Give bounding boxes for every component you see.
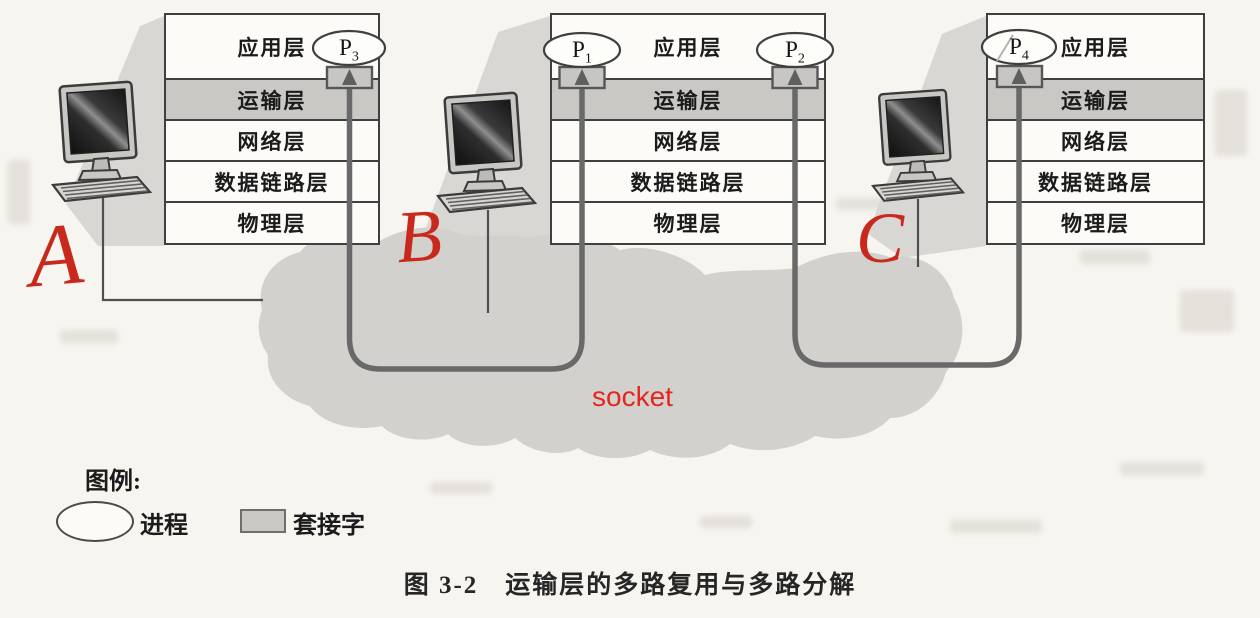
network-cloud xyxy=(258,227,963,459)
process-label-p4: P4 xyxy=(979,33,1059,71)
legend-process-ellipse xyxy=(56,501,134,542)
process-sub: 2 xyxy=(797,51,805,67)
layer-network: 网络层 xyxy=(552,119,824,160)
print-bleed-artifact xyxy=(60,330,118,343)
layer-application: 应用层 xyxy=(1061,35,1130,60)
print-bleed-artifact xyxy=(430,482,492,494)
print-bleed-artifact xyxy=(1080,250,1150,264)
layer-network: 网络层 xyxy=(166,119,378,160)
host-shadow-b xyxy=(420,16,550,268)
figure-caption: 图 3-2 运输层的多路复用与多路分解 xyxy=(403,572,857,599)
legend-title: 图例: xyxy=(85,469,141,495)
layer-transport: 运输层 xyxy=(988,78,1203,119)
process-name: P xyxy=(572,37,585,62)
host-shadow-c xyxy=(868,16,986,258)
print-bleed-artifact xyxy=(836,198,894,210)
process-sub: 4 xyxy=(1021,48,1029,64)
socket-connection-p3-p1 xyxy=(346,78,585,372)
layer-application: 应用层 xyxy=(237,35,307,60)
handwritten-host-b: B xyxy=(394,194,445,279)
layer-application: 应用层 xyxy=(653,35,723,60)
layer-physical: 物理层 xyxy=(552,201,824,243)
print-bleed-artifact xyxy=(1180,290,1234,332)
layer-network: 网络层 xyxy=(988,119,1203,160)
print-bleed-artifact xyxy=(700,516,752,528)
print-bleed-artifact xyxy=(1215,90,1247,156)
legend-socket-swatch xyxy=(240,509,286,533)
handwritten-host-c: C xyxy=(856,198,905,278)
layer-datalink: 数据链路层 xyxy=(988,160,1203,201)
layer-datalink: 数据链路层 xyxy=(166,160,378,201)
process-name: P xyxy=(1009,34,1022,59)
process-name: P xyxy=(785,37,798,62)
process-sub: 3 xyxy=(351,49,359,65)
legend-socket-label: 套接字 xyxy=(293,513,365,539)
layer-physical: 物理层 xyxy=(166,201,378,243)
print-bleed-artifact xyxy=(1120,462,1204,475)
layer-physical: 物理层 xyxy=(988,201,1203,243)
host-shadow-a xyxy=(66,16,164,246)
process-label-p3: P3 xyxy=(309,34,389,72)
legend-process-label: 进程 xyxy=(140,513,188,539)
process-name: P xyxy=(339,35,352,60)
layer-datalink: 数据链路层 xyxy=(552,160,824,201)
computer-a xyxy=(51,80,152,203)
socket-annotation: socket xyxy=(592,381,673,412)
process-sub: 1 xyxy=(584,51,592,67)
computer-c xyxy=(871,88,965,202)
print-bleed-artifact xyxy=(950,520,1042,533)
layer-transport: 运输层 xyxy=(552,78,824,119)
computer-b xyxy=(436,91,537,214)
process-label-p1: P1 xyxy=(542,36,622,74)
layer-transport: 运输层 xyxy=(166,78,378,119)
print-bleed-artifact xyxy=(8,160,30,224)
process-label-p2: P2 xyxy=(755,36,835,74)
